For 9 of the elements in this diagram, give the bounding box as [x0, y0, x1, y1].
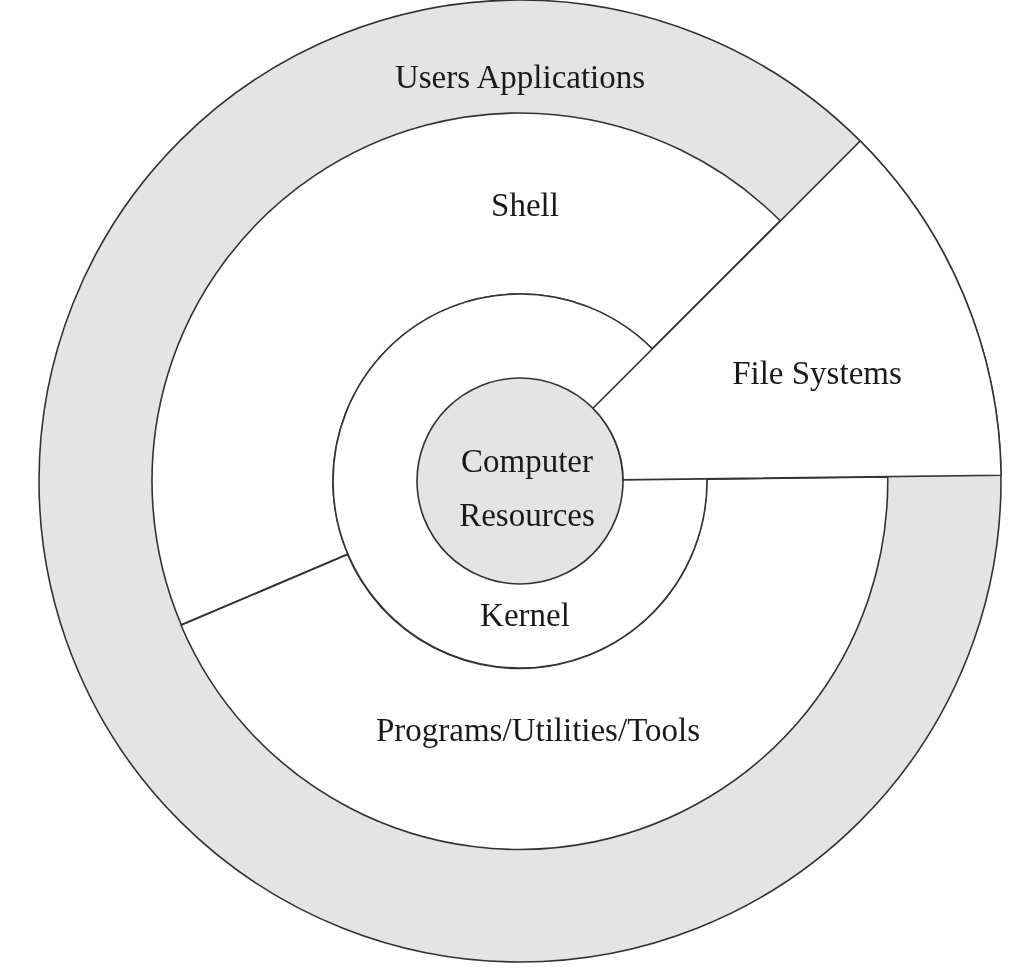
region-label: Computer Resources	[458, 441, 596, 535]
region-label: Shell	[491, 185, 559, 225]
region-label: Users Applications	[394, 57, 646, 97]
region-label: Programs/Utilities/Tools	[375, 710, 700, 750]
region-label: File Systems	[732, 353, 902, 393]
outer-ring	[39, 0, 1001, 962]
ring-segment	[592, 140, 1001, 480]
core-circle	[417, 378, 623, 584]
region-label: Kernel	[480, 595, 570, 635]
